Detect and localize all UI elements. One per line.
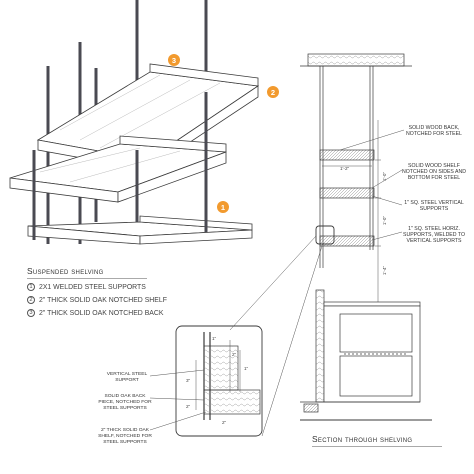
dim-spacing-1: 1'-0" <box>382 171 388 182</box>
legend-text-2: 2" thick solid oak notched shelf <box>39 296 167 304</box>
detail-leaders <box>149 369 207 431</box>
steel-rods-front <box>32 92 208 240</box>
dim-spacing-2: 1'-0" <box>382 215 388 226</box>
legend-text-1: 2x1 welded steel supports <box>39 283 146 291</box>
middle-shelf <box>9 135 227 203</box>
cabinet <box>300 289 432 421</box>
legend-num-3: 3 <box>27 309 35 317</box>
dim-spacing-3: 1'-4" <box>382 265 388 276</box>
marker-1-icon: 1 <box>217 201 229 213</box>
detail-dim-5: 2" <box>186 404 191 409</box>
legend-divider <box>27 278 147 279</box>
detail-leader <box>229 235 317 331</box>
callout-oak-back: Solid oak back piece, notched for steel … <box>98 394 152 411</box>
detail-dim-4: 1" <box>244 366 249 371</box>
section-title: Section through shelving <box>312 434 413 444</box>
callout-horizontal-supports: 1" sq. steel horiz. supports, welded to … <box>403 226 465 244</box>
section-drawing <box>229 53 432 437</box>
legend-num-2: 2 <box>27 296 35 304</box>
callout-vertical-steel: Vertical steel support <box>106 372 148 383</box>
detail-dim-2: 2" <box>232 352 237 357</box>
callout-oak-shelf: 2" thick solid oak shelf, notched for st… <box>98 428 152 445</box>
detail-tag <box>315 225 335 245</box>
callout-wood-back: Solid wood back, notched for steel <box>406 125 462 137</box>
detail-dim-3: 3" <box>186 378 191 383</box>
isometric-shelving <box>9 0 260 245</box>
section-shelf-2 <box>319 187 375 199</box>
callout-wood-shelf: Solid wood shelf notched on sides and bo… <box>402 163 466 181</box>
marker-3-icon: 3 <box>168 54 180 66</box>
dim-shelf-depth: 1'-2" <box>340 166 350 171</box>
legend-item: 2 2" thick solid oak notched shelf <box>27 296 167 304</box>
detail-dim-1: 1" <box>212 336 217 341</box>
section-shelf-3 <box>319 235 375 247</box>
marker-2-icon: 2 <box>267 86 279 98</box>
callout-vertical-supports: 1" sq. steel vertical supports <box>404 200 464 212</box>
legend-text-3: 2" thick solid oak notched back <box>39 309 164 317</box>
enlarged-detail <box>175 325 263 437</box>
section-leaders <box>339 129 405 241</box>
ceiling-plate <box>307 53 405 67</box>
legend-num-1: 1 <box>27 283 35 291</box>
section-shelf-1 <box>319 149 375 161</box>
bottom-shelf <box>27 215 253 245</box>
legend-item: 3 2" thick solid oak notched back <box>27 309 163 317</box>
detail-dim-6: 2" <box>222 420 227 425</box>
legend-title: Suspended shelving <box>27 266 104 276</box>
section-title-divider <box>312 446 442 447</box>
legend-item: 1 2x1 welded steel supports <box>27 283 146 291</box>
